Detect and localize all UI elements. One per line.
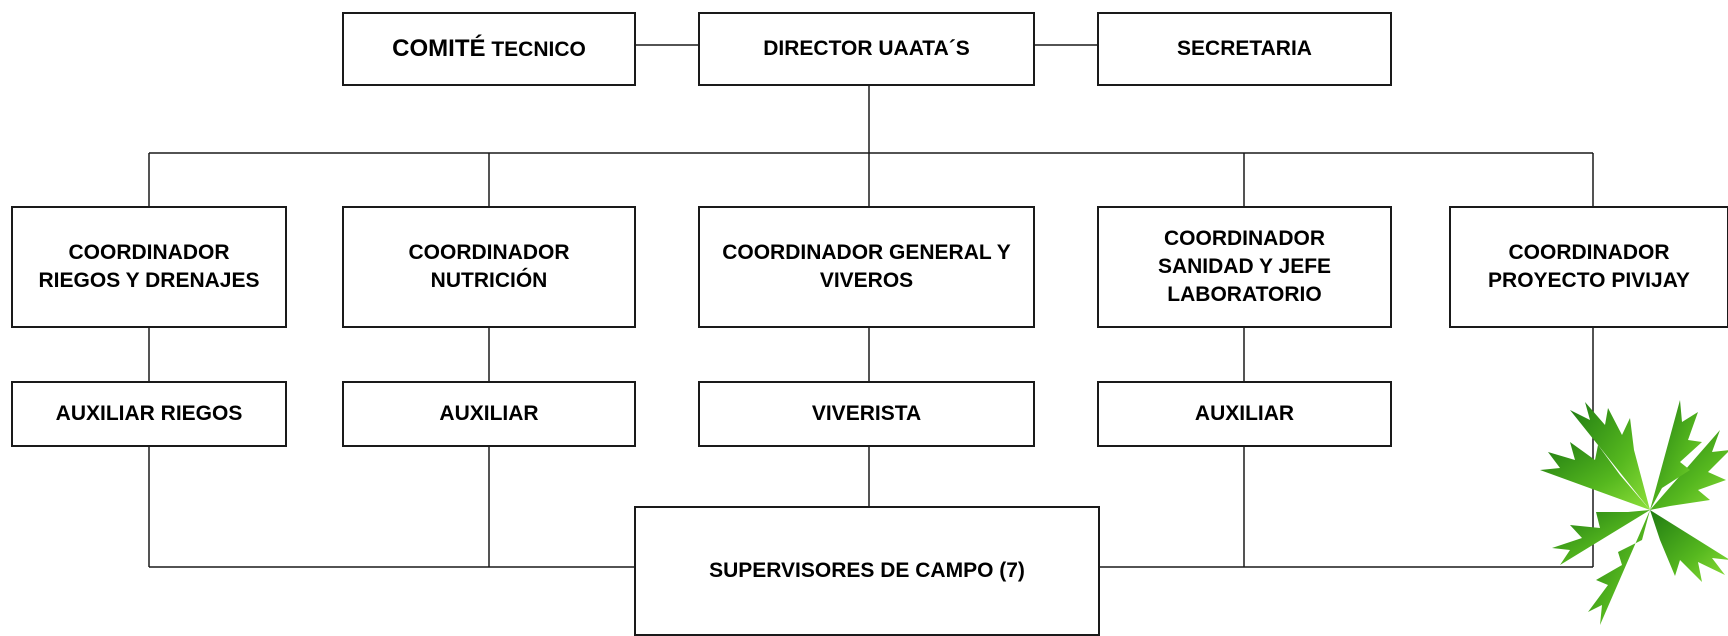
assistant-label: AUXILIAR RIEGOS <box>55 402 243 425</box>
comite-tecnico-box: COMITÉ TECNICO <box>342 12 636 86</box>
supervisores-label: SUPERVISORES DE CAMPO (7) <box>709 559 1025 582</box>
secretaria-label: SECRETARIA <box>1177 37 1312 60</box>
assistant-label: VIVERISTA <box>811 402 922 425</box>
viverista-box: VIVERISTA <box>698 381 1035 447</box>
coordinator-nutricion-box: COORDINADOR NUTRICIÓN <box>342 206 636 328</box>
coordinator-sanidad-box: COORDINADOR SANIDAD Y JEFE LABORATORIO <box>1097 206 1392 328</box>
coordinator-general-box: COORDINADOR GENERAL Y VIVEROS <box>698 206 1035 328</box>
comite-label-part2: TECNICO <box>485 37 586 61</box>
coordinator-riegos-box: COORDINADOR RIEGOS Y DRENAJES <box>11 206 287 328</box>
comite-label-part1: COMITÉ <box>392 34 486 62</box>
coordinator-label: COORDINADOR NUTRICIÓN <box>408 241 570 292</box>
director-box: DIRECTOR UAATA´S <box>698 12 1035 86</box>
supervisores-box: SUPERVISORES DE CAMPO (7) <box>634 506 1100 636</box>
coordinator-pivijay-box: COORDINADOR PROYECTO PIVIJAY <box>1449 206 1728 328</box>
coordinator-label: COORDINADOR SANIDAD Y JEFE LABORATORIO <box>1157 227 1332 306</box>
assistant-label: AUXILIAR <box>1194 402 1295 425</box>
secretaria-box: SECRETARIA <box>1097 12 1392 86</box>
coordinator-label: COORDINADOR RIEGOS Y DRENAJES <box>38 241 260 292</box>
coordinator-label: COORDINADOR GENERAL Y VIVEROS <box>722 241 1011 292</box>
palm-tree-icon <box>1540 400 1728 625</box>
coordinator-label: COORDINADOR PROYECTO PIVIJAY <box>1488 241 1690 292</box>
director-label: DIRECTOR UAATA´S <box>763 37 970 60</box>
assistant-label: AUXILIAR <box>439 402 539 425</box>
auxiliar-riegos-box: AUXILIAR RIEGOS <box>11 381 287 447</box>
auxiliar-nutricion-box: AUXILIAR <box>342 381 636 447</box>
auxiliar-sanidad-box: AUXILIAR <box>1097 381 1392 447</box>
